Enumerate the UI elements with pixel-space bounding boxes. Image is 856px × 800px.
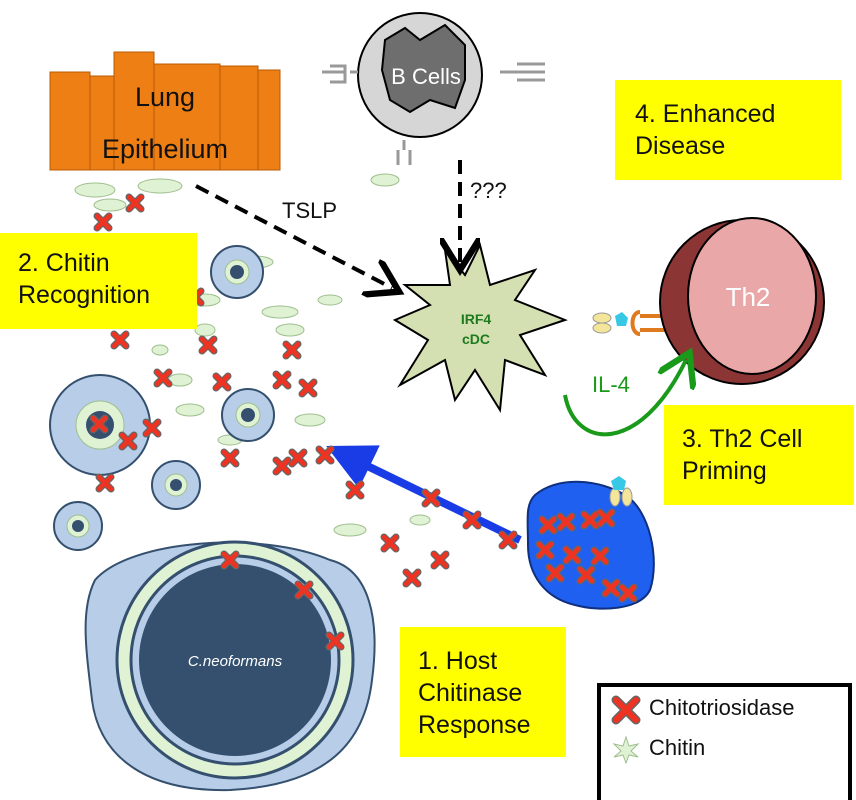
small-cryptococcus-cells <box>49 245 275 551</box>
chitotriosidase-x-icon <box>272 370 292 390</box>
step1-line1: 1. Host <box>418 647 498 675</box>
chitotriosidase-x-icon <box>89 414 109 434</box>
lung-epithelium-label-line1: Lung <box>135 82 195 112</box>
chitotriosidase-markers <box>89 193 638 651</box>
step3-th2-priming-box: 3. Th2 Cell Priming <box>664 405 854 505</box>
chitin-particles <box>74 173 431 537</box>
antibody-icon <box>322 62 545 165</box>
legend-chitotriosidase-label: Chitotriosidase <box>649 695 795 720</box>
chitotriosidase-x-icon <box>220 448 240 468</box>
chitotriosidase-x-icon <box>380 533 400 553</box>
chitotriosidase-x-icon <box>421 488 441 508</box>
lung-epithelium: Lung Epithelium <box>49 51 281 171</box>
chitotriosidase-x-icon <box>596 508 616 528</box>
chitotriosidase-x-icon <box>618 583 638 603</box>
chitotriosidase-x-icon <box>430 550 450 570</box>
chitotriosidase-legend-icon <box>611 695 641 725</box>
chitotriosidase-x-icon <box>545 563 565 583</box>
chitotriosidase-x-icon <box>198 335 218 355</box>
step1-line3: Response <box>418 711 531 739</box>
chitotriosidase-x-icon <box>282 340 302 360</box>
step2-line2: Recognition <box>18 281 151 309</box>
chitotriosidase-x-icon <box>590 546 610 566</box>
irf4-dendritic-cell: IRF4 cDC <box>392 242 668 414</box>
chitotriosidase-x-icon <box>556 512 576 532</box>
chitotriosidase-x-icon <box>601 578 621 598</box>
chitotriosidase-x-icon <box>538 515 558 535</box>
chitotriosidase-x-icon <box>298 378 318 398</box>
chitotriosidase-x-icon <box>402 568 422 588</box>
chitotriosidase-x-icon <box>498 530 518 550</box>
cryptococcus-neoformans: C.neoformans <box>84 540 376 792</box>
chitotriosidase-x-icon <box>294 580 314 600</box>
step4-enhanced-disease-box: 4. Enhanced Disease <box>615 80 841 180</box>
chitotriosidase-x-icon <box>272 456 292 476</box>
dc-label-line2: cDC <box>462 331 490 347</box>
chitin-legend-icon <box>612 735 640 765</box>
step3-line1: 3. Th2 Cell <box>682 425 803 453</box>
step1-host-chitinase-box: 1. Host Chitinase Response <box>400 627 566 757</box>
step2-chitin-recognition-box: 2. Chitin Recognition <box>0 233 197 329</box>
chitotriosidase-x-icon <box>288 448 308 468</box>
chitotriosidase-x-icon <box>95 473 115 493</box>
chitotriosidase-x-icon <box>153 368 173 388</box>
th2-label: Th2 <box>726 282 771 312</box>
chitotriosidase-x-icon <box>462 510 482 530</box>
il4-arrow <box>563 360 686 437</box>
chitotriosidase-x-icon <box>93 212 113 232</box>
step4-line2: Disease <box>635 132 726 160</box>
dc-label-line1: IRF4 <box>461 311 492 327</box>
tslp-label: TSLP <box>282 198 337 223</box>
b-cell: B Cells <box>322 12 545 165</box>
b-cells-label: B Cells <box>391 64 461 89</box>
step1-line2: Chitinase <box>418 679 523 707</box>
legend: Chitotriosidase Chitin <box>597 683 852 800</box>
legend-chitin-label: Chitin <box>649 735 706 760</box>
chitotriosidase-x-icon <box>110 330 130 350</box>
chitotriosidase-x-icon <box>142 418 162 438</box>
il4-label: IL-4 <box>592 372 630 397</box>
step2-line1: 2. Chitin <box>18 249 110 277</box>
chitotriosidase-x-icon <box>125 193 145 213</box>
chitotriosidase-x-icon <box>212 372 232 392</box>
chitotriosidase-x-icon <box>576 565 596 585</box>
chitotriosidase-x-icon <box>535 540 555 560</box>
chitotriosidase-x-icon <box>580 510 600 530</box>
chitotriosidase-x-icon <box>220 550 240 570</box>
lung-epithelium-label-line2: Epithelium <box>102 134 228 164</box>
step4-line1: 4. Enhanced <box>635 100 776 128</box>
chitotriosidase-x-icon <box>345 480 365 500</box>
chitotriosidase-x-icon <box>325 631 345 651</box>
unknown-label: ??? <box>470 178 507 203</box>
tslp-arrow <box>195 184 392 288</box>
cneoformans-label: C.neoformans <box>188 653 283 670</box>
chitotriosidase-x-icon <box>315 445 335 465</box>
chitotriosidase-x-icon <box>118 431 138 451</box>
th2-cell: Th2 <box>659 217 825 385</box>
step3-line2: Priming <box>682 457 767 485</box>
chitotriosidase-x-icon <box>562 545 582 565</box>
